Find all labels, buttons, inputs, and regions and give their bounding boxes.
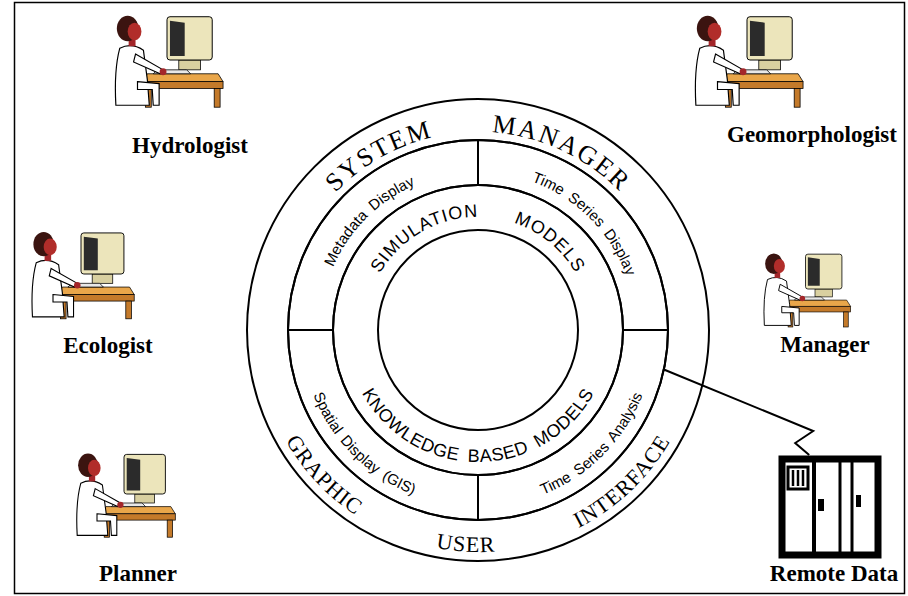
server-icon bbox=[778, 455, 882, 559]
user-workstation: Hydrologist bbox=[106, 10, 250, 159]
ring-text: Time Series Analysis bbox=[538, 390, 646, 498]
ring-sector-outline: Time Series Display bbox=[474, 137, 671, 333]
sector-shape bbox=[478, 330, 668, 520]
sector-shape bbox=[288, 330, 478, 520]
remote-data-station: Remote Data bbox=[768, 455, 900, 587]
ring-sector: Metadata Display bbox=[285, 137, 481, 334]
user-workstation: Geomorphologist bbox=[686, 10, 899, 148]
ring-text: KNOWLEDGE BASED MODELS bbox=[358, 385, 597, 466]
ring-band: SIMULATION MODELS KNOWLEDGE BASED MODELS bbox=[330, 182, 626, 478]
workstation-icon bbox=[108, 10, 226, 110]
user-workstation: Ecologist bbox=[23, 225, 155, 359]
role-label: Planner bbox=[99, 561, 177, 587]
ring-sector: Time Series Analysis bbox=[475, 327, 671, 523]
data-link bbox=[664, 370, 813, 456]
ring-outer-circle bbox=[333, 185, 623, 475]
ring-sector-outline: Time Series Analysis bbox=[475, 327, 671, 523]
ring-text-path: Metadata Display bbox=[320, 172, 417, 268]
user-workstation: Manager bbox=[756, 248, 872, 358]
frame-border bbox=[15, 3, 905, 594]
role-label: Hydrologist bbox=[132, 133, 248, 159]
workstation-icon bbox=[688, 10, 806, 110]
workstation-icon bbox=[758, 248, 853, 330]
workstation-icon bbox=[25, 225, 137, 323]
ring-outer-circle bbox=[247, 99, 709, 561]
ring-text-path: KNOWLEDGE BASED MODELS bbox=[358, 385, 597, 466]
role-label: Geomorphologist bbox=[727, 122, 897, 148]
ring-sector: Time Series Display bbox=[474, 137, 671, 333]
ring-text: Spatial Display (GIS) bbox=[310, 389, 418, 497]
role-label: Ecologist bbox=[63, 333, 152, 359]
ring-band: SYSTEM MANAGERGRAPHIC USER INTERFACEMeta… bbox=[244, 96, 712, 564]
ring-text-path: Time Series Analysis bbox=[538, 390, 646, 498]
ring-text-path: Spatial Display (GIS) bbox=[310, 389, 418, 497]
ring-sector-outline: Metadata Display bbox=[285, 137, 481, 334]
workstation-icon bbox=[70, 445, 178, 543]
ring-text: Metadata Display bbox=[320, 172, 417, 268]
ring-inner-circle bbox=[288, 140, 668, 520]
role-label: Manager bbox=[780, 332, 869, 358]
ring-text: SIMULATION MODELS bbox=[366, 200, 589, 276]
role-label: Remote Data bbox=[770, 561, 898, 587]
user-workstation: Planner bbox=[68, 445, 180, 587]
ring-band-outline: SIMULATION MODELS KNOWLEDGE BASED MODELS bbox=[330, 182, 626, 478]
ring-text-path: SIMULATION MODELS bbox=[366, 200, 589, 276]
ring-sector: Spatial Display (GIS) bbox=[285, 327, 482, 523]
ring-inner-circle bbox=[378, 230, 578, 430]
ring-sector-outline: Spatial Display (GIS) bbox=[285, 327, 482, 523]
